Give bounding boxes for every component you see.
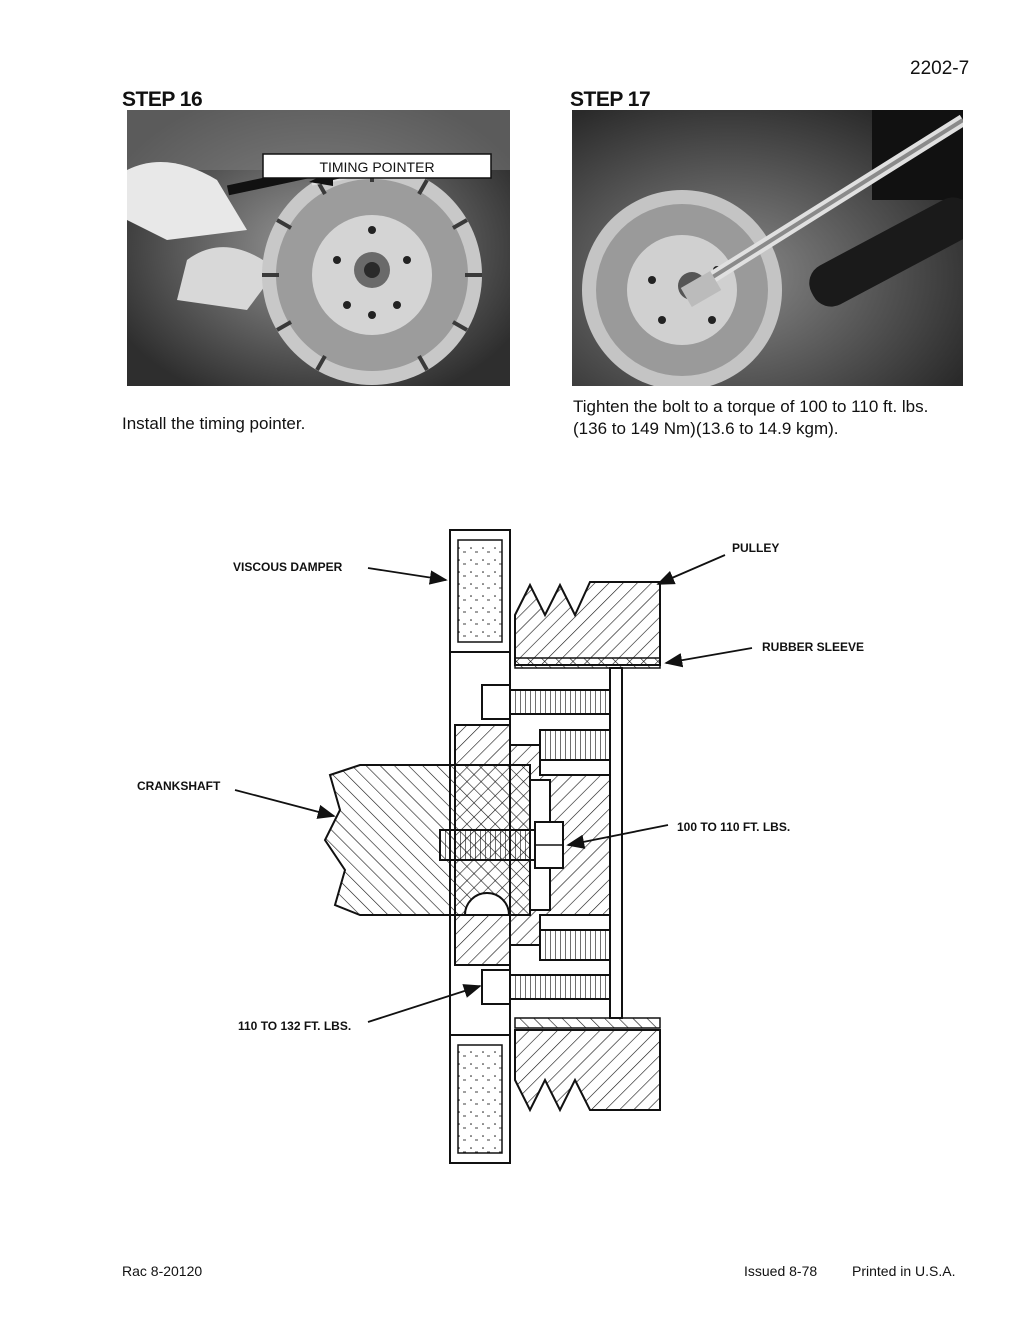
center-bolt [439, 829, 536, 861]
timing-pointer-label: TIMING POINTER [319, 159, 434, 175]
pulley-bottom [514, 1029, 661, 1113]
footer-printed: Printed in U.S.A. [852, 1263, 956, 1279]
viscous-damper-label: VISCOUS DAMPER [233, 560, 343, 574]
center-torque-label: 100 TO 110 FT. LBS. [677, 820, 790, 834]
rubber-sleeve-bottom [514, 1017, 661, 1029]
step-17-caption-line-2: (136 to 149 Nm)(13.6 to 14.9 kgm). [573, 419, 839, 438]
outer-torque-label: 110 TO 132 FT. LBS. [238, 1019, 351, 1033]
rubber-sleeve-label: RUBBER SLEEVE [762, 640, 864, 654]
step-17-title: STEP 17 [570, 88, 651, 111]
step-17-photo [572, 110, 963, 386]
lower-bolt [509, 974, 611, 1000]
step-16-photo: TIMING POINTER [127, 110, 510, 386]
rubber-sleeve-top [514, 657, 661, 669]
footer-issued: Issued 8-78 [744, 1263, 818, 1279]
step-17-caption: Tighten the bolt to a torque of 100 to 1… [573, 396, 993, 440]
pulley-damper-diagram: VISCOUS DAMPER PULLEY RUBBER SLEEVE CRAN… [120, 520, 920, 1180]
pulley-label: PULLEY [732, 541, 779, 555]
crankshaft [323, 764, 531, 916]
crankshaft-label: CRANKSHAFT [137, 779, 221, 793]
pulley-top [514, 581, 661, 666]
upper-bolt [509, 689, 611, 715]
page-number: 2202-7 [910, 58, 970, 79]
step-16-caption: Install the timing pointer. [122, 414, 306, 433]
step-17-caption-line-1: Tighten the bolt to a torque of 100 to 1… [573, 397, 929, 416]
footer-reference: Rac 8-20120 [122, 1263, 203, 1279]
step-16-title: STEP 16 [122, 88, 203, 111]
